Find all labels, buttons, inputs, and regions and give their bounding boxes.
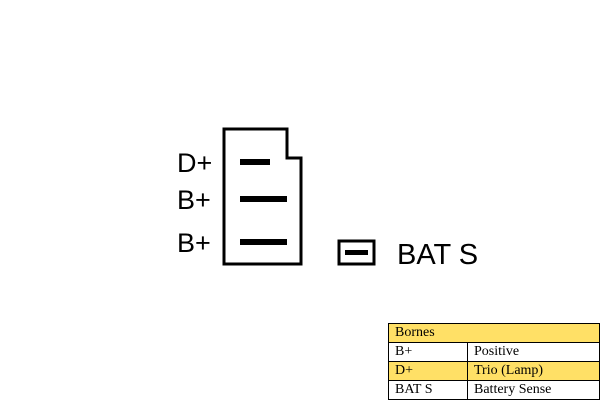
connector-housing: [222, 127, 303, 266]
bat-sense-blade: [345, 250, 368, 255]
pin-blade-b-plus-2: [240, 239, 287, 245]
legend-function-cell: Trio (Lamp): [467, 361, 600, 381]
pin-blade-b-plus-1: [240, 196, 287, 202]
bat-sense-terminal: [337, 239, 376, 266]
table-row: BAT S Battery Sense: [388, 380, 600, 400]
legend-function-cell: Battery Sense: [467, 380, 600, 400]
pin-blade-d-plus: [240, 159, 270, 165]
pin-label-b-plus-2: B+: [177, 228, 211, 258]
legend-terminal-cell: B+: [388, 342, 468, 362]
table-row: D+ Trio (Lamp): [388, 361, 600, 381]
legend-header: Bornes: [388, 323, 600, 343]
pin-label-b-plus-1: B+: [177, 185, 211, 215]
legend-function-cell: Positive: [467, 342, 600, 362]
table-row: B+ Positive: [388, 342, 600, 362]
legend-terminal-cell: BAT S: [388, 380, 468, 400]
legend-terminal-cell: D+: [388, 361, 468, 381]
legend-header-row: Bornes: [388, 323, 600, 343]
bat-sense-label: BAT S: [397, 239, 478, 271]
terminal-legend-table: Bornes B+ Positive D+ Trio (Lamp) BAT S …: [388, 323, 600, 400]
pin-label-d-plus: D+: [177, 148, 212, 178]
